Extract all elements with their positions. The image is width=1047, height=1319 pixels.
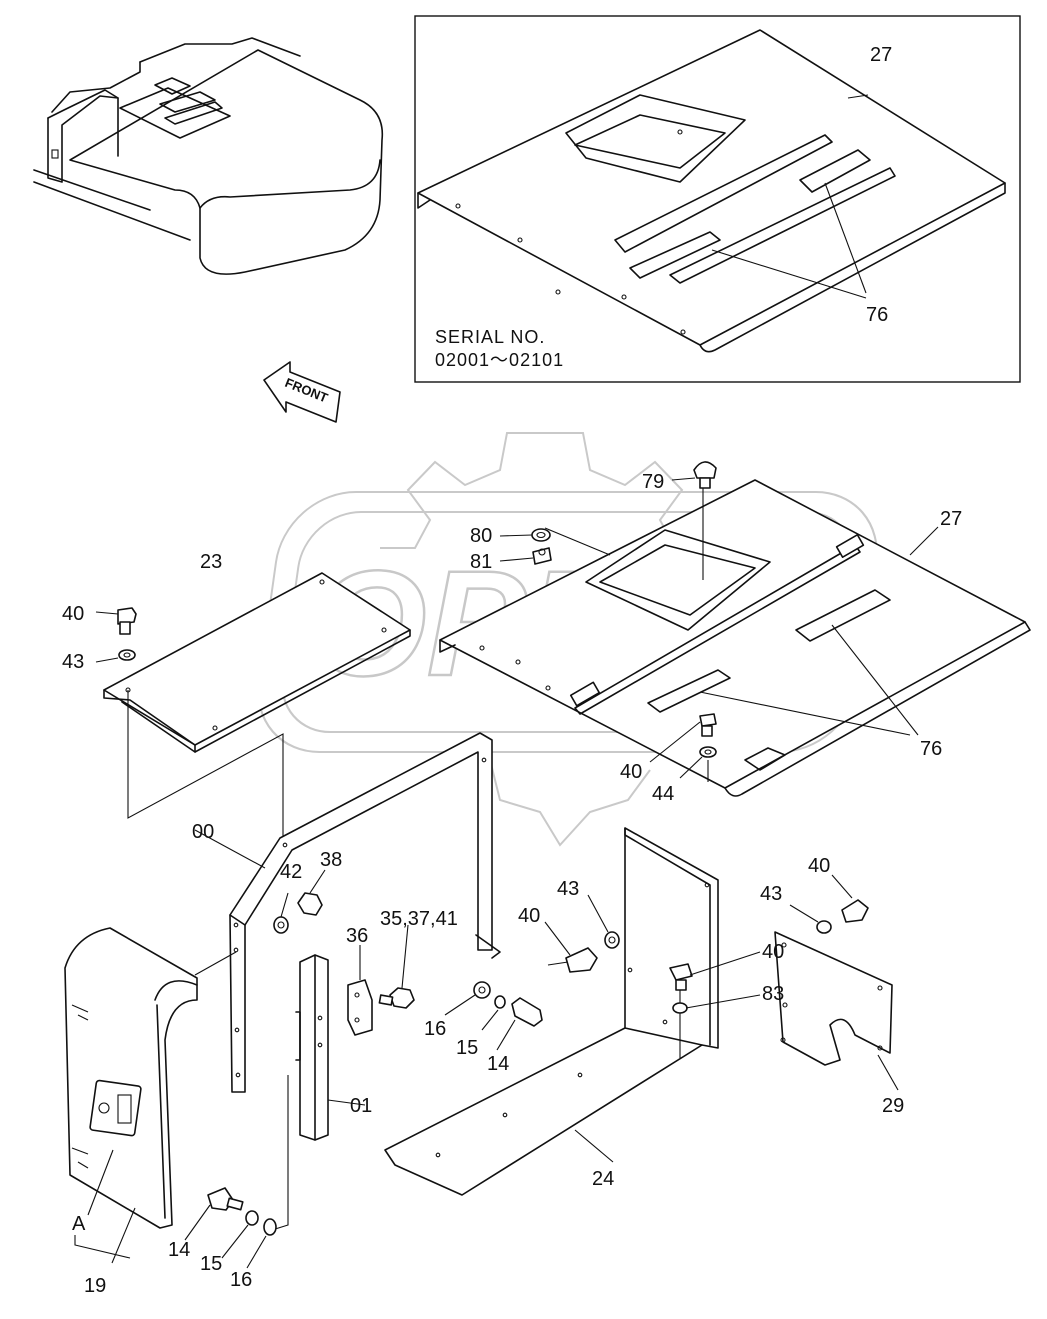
callout-16-a: 16 [424,1018,446,1040]
callout-44: 44 [652,783,674,805]
callout-29: 29 [882,1095,904,1117]
callout-16-b: 16 [230,1269,252,1291]
callout-14-b: 14 [168,1239,190,1261]
callout-40-a: 40 [62,603,84,625]
cover-23 [103,572,411,845]
callout-42: 42 [280,861,302,883]
callout-14-a: 14 [487,1053,509,1075]
callout-36: 36 [346,925,368,947]
callout-01: 01 [350,1095,372,1117]
callout-40-b: 40 [620,761,642,783]
callout-35-37-41: 35,37,41 [380,908,458,930]
callout-76: 76 [920,738,942,760]
callout-43-a: 43 [62,651,84,673]
side-cover-19 [64,927,237,1264]
callout-81: 81 [470,551,492,573]
fasteners [95,461,869,1269]
plate-29 [774,931,899,1091]
callout-00: 00 [192,821,214,843]
plate-24 [384,827,719,1196]
serial-no-label: SERIAL NO. [435,327,545,347]
callout-43-c: 43 [760,883,782,905]
callout-40-c: 40 [518,905,540,927]
callout-A: A [72,1213,86,1235]
callout-19: 19 [84,1275,106,1297]
bracket-01 [271,954,366,1231]
callout-76-inset: 76 [866,304,888,326]
cover-27 [439,479,1031,797]
serial-no-range: 02001～02101 [435,350,564,370]
callout-24: 24 [592,1168,614,1190]
callout-43-b: 43 [557,878,579,900]
callout-labels: 79 80 81 27 23 40 43 40 44 76 00 42 38 3… [62,471,962,1297]
machine-locator-thumbnail [33,37,384,275]
callout-23: 23 [200,551,222,573]
callout-38: 38 [320,849,342,871]
callout-27: 27 [940,508,962,530]
callout-15-b: 15 [200,1253,222,1275]
callout-15-a: 15 [456,1037,478,1059]
callout-40-d: 40 [762,941,784,963]
callout-27-inset: 27 [870,44,892,66]
callout-79: 79 [642,471,664,493]
callout-40-e: 40 [808,855,830,877]
front-direction-arrow: FRONT [263,361,341,423]
callout-83: 83 [762,983,784,1005]
callout-80: 80 [470,525,492,547]
serial-inset: 27 76 SERIAL NO. 02001～02101 [414,15,1021,383]
frame-00 [194,732,501,1093]
